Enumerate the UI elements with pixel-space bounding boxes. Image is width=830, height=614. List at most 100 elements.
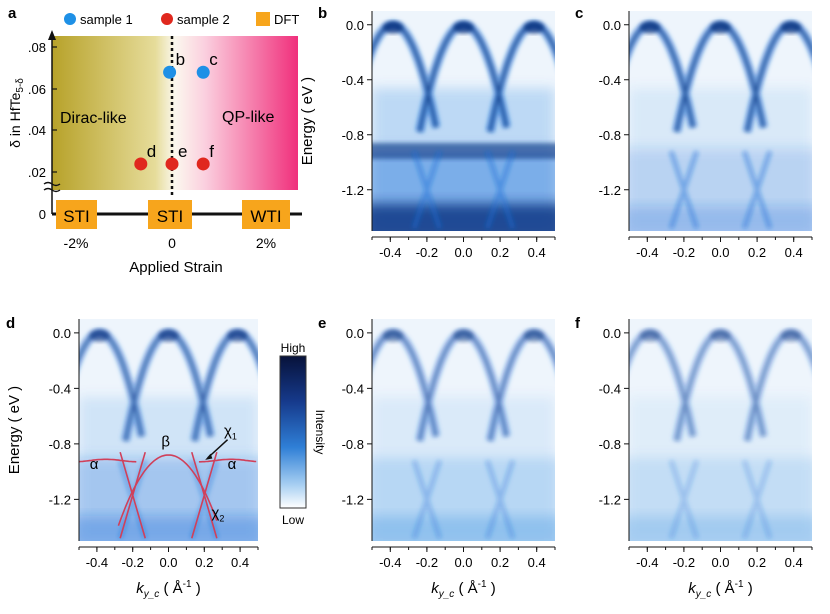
chi-crossing xyxy=(191,451,218,539)
k-tick-label: 0.4 xyxy=(528,555,546,570)
panel-letter: b xyxy=(318,5,327,22)
k-tick-label: 0.4 xyxy=(785,245,803,260)
alpha-band-right xyxy=(198,458,257,463)
k-tick-label: 0.2 xyxy=(491,555,509,570)
energy-tick-label: -0.8 xyxy=(599,437,621,452)
energy-tick-label: 0.0 xyxy=(346,18,364,33)
region-label-dirac: Dirac-like xyxy=(60,110,127,127)
alpha-label-left: α xyxy=(90,456,99,473)
k-tick-label: 0.2 xyxy=(195,555,213,570)
energy-tick-label: -0.8 xyxy=(599,128,621,143)
dft-box-label: STI xyxy=(63,207,89,226)
k-tick-label: -0.2 xyxy=(416,245,438,260)
sample-point-label: e xyxy=(178,142,187,161)
energy-tick-label: 0.0 xyxy=(53,326,71,341)
k-tick-label: 0.0 xyxy=(454,245,472,260)
k-tick-label: 0.4 xyxy=(528,245,546,260)
k-tick-label: -0.4 xyxy=(379,245,401,260)
energy-tick-label: -0.8 xyxy=(49,437,71,452)
sample-point-c xyxy=(196,65,210,79)
colorbar-gradient xyxy=(279,355,307,509)
dft-box xyxy=(56,200,97,229)
k-tick-label: -0.2 xyxy=(416,555,438,570)
y-tick-label: .08 xyxy=(28,40,46,55)
panel-a-phase-diagram: a sample 1 sample 2 DFT Dirac-like QP-li… xyxy=(7,5,302,276)
legend-dft-label: DFT xyxy=(274,12,299,27)
k-tick-label: 0.4 xyxy=(785,555,803,570)
chi2-label: χ2 xyxy=(211,504,224,523)
energy-tick-label: -0.4 xyxy=(599,73,621,88)
sample-point-label: f xyxy=(209,142,214,161)
k-tick-label: -0.4 xyxy=(379,555,401,570)
energy-tick-label: -1.2 xyxy=(342,183,364,198)
alpha-band-left xyxy=(78,458,137,463)
energy-axis-label: Energy ( eV ) xyxy=(6,386,23,474)
energy-tick-label: -0.4 xyxy=(49,381,71,396)
sample-point-f xyxy=(196,157,210,171)
k-axis-label: ky_c ( Å-1 ) xyxy=(431,579,495,600)
legend-sample1-label: sample 1 xyxy=(80,12,133,27)
energy-tick-label: -0.4 xyxy=(599,381,621,396)
colorbar-high-label: High xyxy=(281,341,306,355)
sample-point-label: c xyxy=(209,50,218,69)
k-tick-label: 0.0 xyxy=(159,555,177,570)
legend-sample2-label: sample 2 xyxy=(177,12,230,27)
dft-box xyxy=(148,200,192,229)
beta-label: β xyxy=(161,434,170,451)
legend-sample1-marker xyxy=(64,13,76,25)
x-axis-label: Applied Strain xyxy=(129,259,222,276)
chi-crossing xyxy=(119,451,146,539)
dft-box xyxy=(242,200,290,229)
panel-letter: c xyxy=(575,5,583,22)
x-tick-label: -2% xyxy=(64,235,89,251)
energy-tick-label: -1.2 xyxy=(599,183,621,198)
colorbar-low-label: Low xyxy=(282,513,304,527)
k-tick-label: -0.4 xyxy=(86,555,108,570)
k-tick-label: 0.4 xyxy=(231,555,249,570)
arpes-intensity-map xyxy=(79,319,258,541)
arrow-head-icon xyxy=(205,453,213,460)
sample-point-e xyxy=(165,157,179,171)
sample-points: b c d e f xyxy=(134,50,218,171)
energy-tick-label: 0.0 xyxy=(603,18,621,33)
chi1-label: χ1 xyxy=(224,423,237,442)
x-tick-label: 2% xyxy=(256,235,276,251)
alpha-label-right: α xyxy=(228,456,237,473)
k-tick-label: 0.2 xyxy=(748,555,766,570)
panel-letter: e xyxy=(318,315,326,332)
intensity-colorbar: High Low Intensity xyxy=(279,341,327,527)
sample-point-d xyxy=(134,157,148,171)
energy-tick-label: -1.2 xyxy=(342,492,364,507)
k-tick-label: -0.4 xyxy=(636,245,658,260)
energy-tick-label: 0.0 xyxy=(603,326,621,341)
y-tick-label: .06 xyxy=(28,82,46,97)
energy-tick-label: -0.8 xyxy=(342,128,364,143)
panel-letter: d xyxy=(6,315,15,332)
energy-tick-label: -0.8 xyxy=(342,437,364,452)
k-tick-label: 0.2 xyxy=(748,245,766,260)
arpes-panels: 0.0 -0.4 -0.8 -1.2 -0.4 -0.2 0.0 0.2 0.4 bEnergy … xyxy=(6,5,813,600)
panel-letter-a: a xyxy=(8,5,17,22)
k-tick-label: 0.0 xyxy=(454,555,472,570)
sample-point-label: b xyxy=(176,50,185,69)
chi1-arrow xyxy=(207,439,229,459)
k-tick-label: -0.2 xyxy=(121,555,143,570)
y-axis-ticks: .08.06.04.020 xyxy=(28,40,57,222)
arpes-intensity-map xyxy=(629,319,812,541)
legend-dft-marker xyxy=(256,12,270,26)
band-overlay: α α β χ1 χ2 xyxy=(78,423,257,539)
sample-point-label: d xyxy=(147,142,156,161)
sample-point-b xyxy=(163,65,177,79)
colorbar-title: Intensity xyxy=(313,410,327,455)
dft-box-label: STI xyxy=(157,207,183,226)
region-label-qp: QP-like xyxy=(222,109,275,126)
arpes-intensity-map xyxy=(629,11,812,231)
arpes-intensity-map xyxy=(372,11,555,231)
